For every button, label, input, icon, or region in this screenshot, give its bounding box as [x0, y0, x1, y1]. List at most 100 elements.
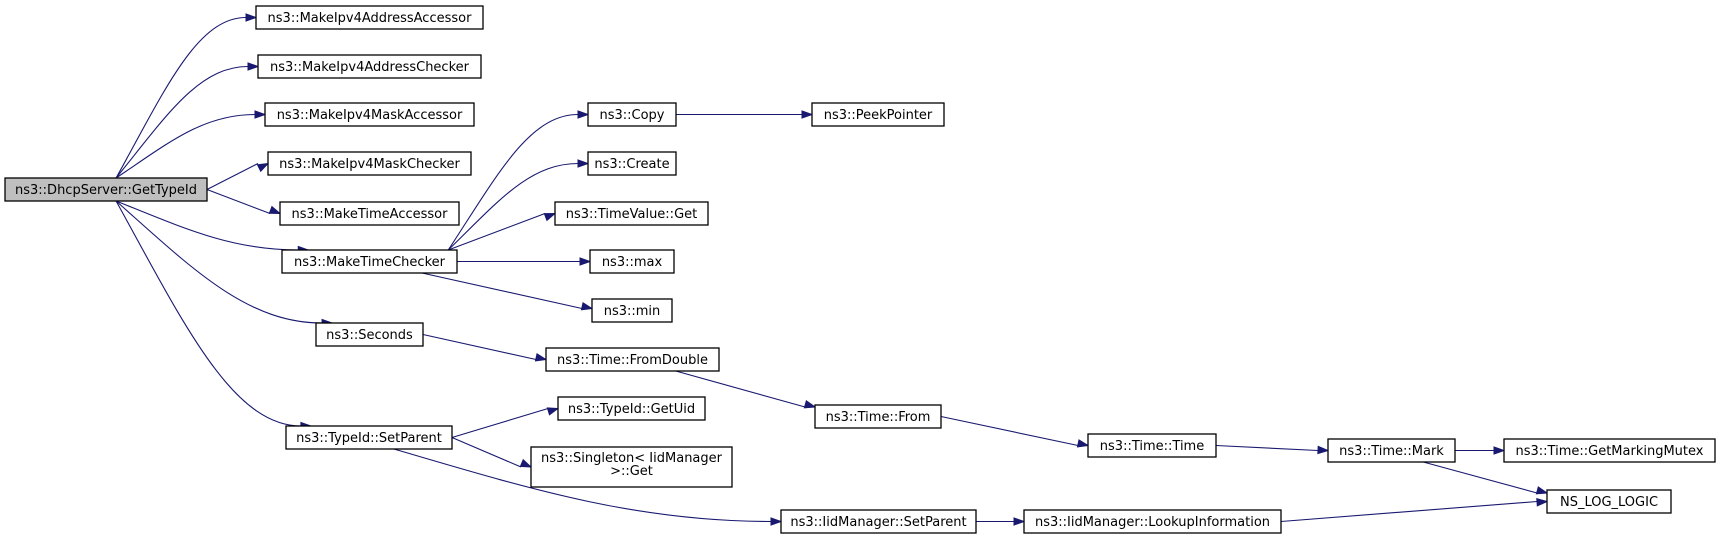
edge-line — [451, 407, 549, 439]
edge-set-parent-to-singleton — [451, 436, 533, 468]
arrowhead — [534, 353, 548, 362]
node-label: ns3::PeekPointer — [824, 108, 933, 123]
node-box — [1503, 438, 1716, 463]
node-label: ns3::Create — [594, 157, 669, 172]
arrowhead — [1535, 486, 1549, 495]
node-iid-set-parent[interactable]: ns3::IidManager::SetParent — [780, 509, 977, 534]
node-time-chk[interactable]: ns3::MakeTimeChecker — [281, 249, 458, 274]
edge-line — [115, 200, 301, 427]
node-box — [1546, 489, 1672, 514]
edge-time-chk-to-max — [457, 257, 592, 266]
node-label: ns3::IidManager::SetParent — [790, 515, 966, 530]
edge-line — [421, 272, 583, 310]
edge-line — [448, 212, 546, 251]
edge-mark-to-marking-mutex — [1455, 446, 1506, 455]
node-ipv4mask-chk[interactable]: ns3::MakeIpv4MaskChecker — [267, 151, 472, 176]
edge-root-to-ipv4addr-chk — [115, 62, 260, 179]
arrowhead — [577, 159, 590, 168]
node-box — [285, 425, 453, 450]
node-label: ns3::Time::Time — [1100, 439, 1204, 454]
node-box — [255, 5, 484, 30]
edge-seconds-to-from-double — [422, 333, 548, 362]
arrowhead — [254, 110, 267, 119]
node-box — [267, 151, 472, 176]
node-singleton[interactable]: ns3::Singleton< IidManager>::Get — [530, 446, 733, 488]
node-box — [545, 347, 720, 372]
node-peek[interactable]: ns3::PeekPointer — [811, 102, 945, 127]
node-from[interactable]: ns3::Time::From — [814, 404, 942, 429]
arrowhead — [268, 205, 282, 215]
node-get-uid[interactable]: ns3::TypeId::GetUid — [557, 396, 706, 421]
node-root: ns3::DhcpServer::GetTypeId — [4, 177, 208, 202]
arrowhead — [519, 458, 533, 468]
edge-line — [393, 448, 772, 523]
node-label: ns3::min — [604, 304, 661, 319]
edge-from-to-time-time — [940, 415, 1090, 448]
edge-line — [115, 16, 247, 179]
edge-line — [447, 162, 579, 251]
edge-line — [1280, 500, 1538, 523]
node-label: ns3::Time::From — [826, 410, 931, 425]
node-box — [557, 396, 706, 421]
node-box — [554, 201, 709, 226]
edge-time-chk-to-copy — [447, 110, 590, 251]
node-tv-get[interactable]: ns3::TimeValue::Get — [554, 201, 709, 226]
node-box — [1023, 509, 1282, 534]
node-box — [4, 177, 208, 202]
node-ipv4mask-acc[interactable]: ns3::MakeIpv4MaskAccessor — [264, 102, 475, 127]
arrowhead — [770, 517, 783, 526]
node-label: ns3::MakeIpv4AddressAccessor — [268, 11, 473, 26]
node-label: ns3::max — [602, 255, 663, 270]
node-label: ns3::TypeId::GetUid — [568, 402, 695, 417]
node-label: ns3::Copy — [599, 108, 664, 123]
node-box — [279, 201, 460, 226]
edge-line — [451, 436, 522, 468]
node-box — [780, 509, 977, 534]
node-ipv4addr-chk[interactable]: ns3::MakeIpv4AddressChecker — [257, 54, 482, 79]
edge-line — [675, 370, 806, 408]
node-log-logic[interactable]: NS_LOG_LOGIC — [1546, 489, 1672, 514]
node-from-double[interactable]: ns3::Time::FromDouble — [545, 347, 720, 372]
node-box — [591, 298, 673, 323]
arrowhead — [1013, 517, 1026, 526]
node-box — [587, 102, 677, 127]
node-seconds[interactable]: ns3::Seconds — [315, 322, 424, 347]
node-mark[interactable]: ns3::Time::Mark — [1327, 438, 1456, 463]
edge-set-parent-to-iid-set-parent — [393, 448, 783, 526]
node-box — [530, 446, 733, 488]
node-marking-mutex[interactable]: ns3::Time::GetMarkingMutex — [1503, 438, 1716, 463]
node-max[interactable]: ns3::max — [589, 249, 675, 274]
edge-from-double-to-from — [675, 370, 817, 409]
node-label: ns3::Seconds — [326, 328, 413, 343]
arrowhead — [1076, 439, 1090, 448]
edge-root-to-ipv4addr-acc — [115, 13, 258, 179]
edge-root-to-time-acc — [206, 188, 282, 215]
edge-time-time-to-mark — [1215, 444, 1330, 455]
arrowhead — [579, 257, 592, 266]
node-box — [257, 54, 482, 79]
node-label: ns3::MakeIpv4MaskChecker — [279, 157, 460, 172]
arrowhead — [580, 302, 594, 311]
node-box — [587, 151, 677, 176]
edge-line — [422, 333, 537, 361]
edge-root-to-ipv4mask-acc — [115, 110, 267, 179]
node-lookup[interactable]: ns3::IidManager::LookupInformation — [1023, 509, 1282, 534]
nodes-layer: ns3::DhcpServer::GetTypeId ns3::MakeIpv4A… — [4, 5, 1716, 534]
node-label: ns3::Time::FromDouble — [557, 353, 708, 368]
node-time-acc[interactable]: ns3::MakeTimeAccessor — [279, 201, 460, 226]
node-box — [589, 249, 675, 274]
node-label: ns3::Singleton< IidManager — [541, 451, 723, 466]
edge-line — [1215, 444, 1319, 452]
edge-line — [206, 163, 259, 190]
edge-lookup-to-log-logic — [1280, 498, 1549, 523]
node-box — [1327, 438, 1456, 463]
arrowhead — [1536, 498, 1549, 507]
node-copy[interactable]: ns3::Copy — [587, 102, 677, 127]
node-label: ns3::Time::Mark — [1339, 444, 1444, 459]
node-create[interactable]: ns3::Create — [587, 151, 677, 176]
node-min[interactable]: ns3::min — [591, 298, 673, 323]
node-ipv4addr-acc[interactable]: ns3::MakeIpv4AddressAccessor — [255, 5, 484, 30]
node-set-parent[interactable]: ns3::TypeId::SetParent — [285, 425, 453, 450]
node-time-time[interactable]: ns3::Time::Time — [1087, 433, 1217, 458]
